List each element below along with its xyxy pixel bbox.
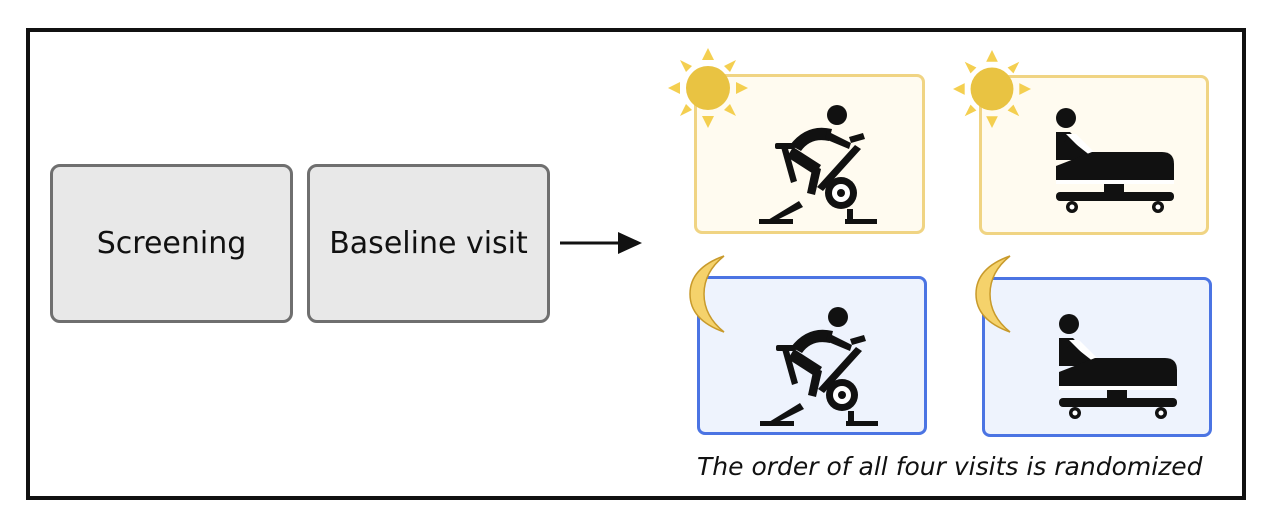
screening-box: Screening	[50, 164, 293, 323]
sun-icon	[953, 50, 1031, 128]
moon-icon	[970, 254, 1020, 334]
sun-icon	[668, 48, 748, 128]
baseline-visit-label: Baseline visit	[329, 226, 528, 261]
visit-night-rest	[982, 277, 1212, 437]
caption: The order of all four visits is randomiz…	[697, 452, 1203, 481]
hospital-bed-icon	[1055, 310, 1185, 420]
arrow-icon	[560, 232, 642, 254]
screening-label: Screening	[96, 226, 247, 261]
hospital-bed-icon	[1052, 104, 1182, 214]
baseline-visit-box: Baseline visit	[307, 164, 550, 323]
exercise-bike-icon	[757, 95, 887, 225]
moon-icon	[684, 254, 734, 334]
exercise-bike-icon	[758, 297, 888, 427]
visit-night-exercise	[697, 276, 927, 435]
visit-day-rest	[979, 75, 1209, 235]
visit-day-exercise	[694, 74, 925, 234]
